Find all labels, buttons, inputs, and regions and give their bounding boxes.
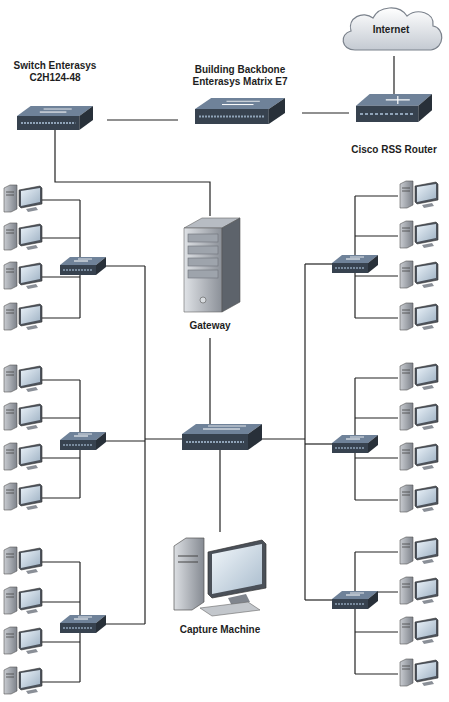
cable [355, 673, 398, 674]
access-switch-icon [332, 255, 378, 273]
cable [355, 631, 398, 632]
workstation-icon [400, 443, 438, 470]
cable [355, 457, 398, 458]
cable [42, 317, 80, 318]
network-link [107, 119, 178, 120]
access-switch-icon [332, 435, 378, 453]
cable [42, 199, 80, 200]
workstation-icon [400, 221, 438, 248]
workstation-icon [400, 261, 438, 288]
cable [42, 379, 80, 380]
workstation-icon [400, 617, 438, 644]
workstation-icon [4, 403, 42, 430]
node-label: Internet [373, 24, 410, 36]
access-switch-icon [332, 591, 378, 609]
cable [355, 195, 398, 196]
cable [355, 551, 398, 552]
cable [355, 235, 398, 236]
cable [355, 377, 398, 378]
node-label: Building Backbone Enterasys Matrix E7 [180, 64, 300, 88]
cable [42, 457, 80, 458]
gateway-server: Gateway [178, 216, 242, 332]
cable [42, 417, 80, 418]
node-label: Gateway [189, 320, 230, 332]
network-link [302, 112, 349, 113]
cable [42, 681, 80, 682]
cable [42, 641, 80, 642]
access-switch-icon [60, 257, 106, 275]
cable [355, 275, 398, 276]
access-switch-icon [60, 615, 106, 633]
workstation-icon [400, 577, 438, 604]
workstation-icon [400, 303, 438, 330]
cable [42, 237, 80, 238]
workstation-icon [4, 483, 42, 510]
access-switch-icon [60, 432, 106, 450]
workstation-icon [4, 667, 42, 694]
workstation-icon [4, 262, 42, 289]
node-label: Cisco RSS Router [351, 144, 437, 156]
workstation-icon [4, 587, 42, 614]
workstation-icon [4, 627, 42, 654]
capture-machine: Capture Machine [170, 532, 270, 636]
workstation-icon [4, 547, 42, 574]
cable [355, 499, 398, 500]
workstation-icon [400, 485, 438, 512]
router-icon [356, 94, 432, 122]
workstation-icon [400, 363, 438, 390]
core-switch: Switch Enterasys C2H124-48 [3, 60, 107, 130]
cable [354, 552, 355, 674]
capture-machine-icon [170, 532, 270, 618]
cable [42, 561, 80, 562]
workstation-icon [4, 185, 42, 212]
node-label: Capture Machine [180, 624, 261, 636]
cable [42, 276, 80, 277]
workstation-icon [400, 181, 438, 208]
workstation-icon [400, 537, 438, 564]
workstation-icon [4, 365, 42, 392]
workstation-icon [4, 303, 42, 330]
core-switch-icon [17, 106, 93, 130]
router: Cisco RSS Router [349, 94, 439, 156]
node-label: Switch Enterasys C2H124-48 [5, 60, 105, 84]
workstation-icon [400, 659, 438, 686]
backbone-switch: Building Backbone Enterasys Matrix E7 [178, 64, 302, 124]
internet-cloud: Internet [337, 4, 445, 56]
workstation-icon [4, 443, 42, 470]
workstation-icon [400, 403, 438, 430]
cable [42, 497, 80, 498]
cable [42, 601, 80, 602]
network-link [55, 130, 210, 216]
backbone-switch-icon [195, 98, 285, 124]
cable [355, 417, 398, 418]
central-switch [182, 424, 262, 450]
workstation-icon [4, 223, 42, 250]
network-link [393, 56, 394, 94]
cable [355, 317, 398, 318]
gateway-server-icon [178, 216, 242, 314]
